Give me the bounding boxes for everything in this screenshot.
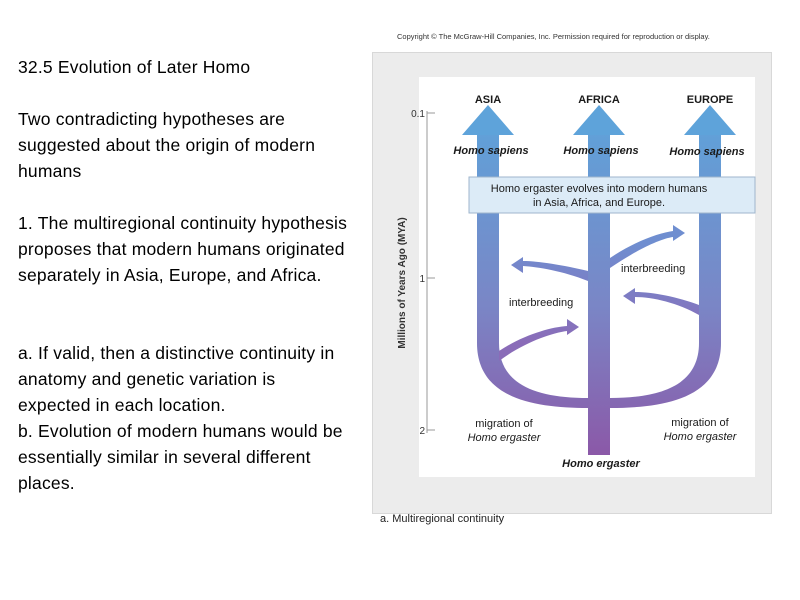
y-axis-label: Millions of Years Ago (MYA) <box>397 217 408 348</box>
point-a-text: a. If valid, then a distinctive continui… <box>18 343 335 415</box>
region-label-africa: AFRICA <box>578 94 620 106</box>
arrow-africa-to-asia <box>511 257 588 281</box>
copyright-notice: Copyright © The McGraw-Hill Companies, I… <box>397 32 710 41</box>
europe-arrowhead <box>684 105 736 135</box>
figure-caption: a. Multiregional continuity <box>380 513 505 525</box>
tick-label: 0.1 <box>411 109 425 120</box>
asia-branch <box>477 133 588 408</box>
migration-label-right-1: migration of <box>671 417 729 429</box>
asia-arrowhead <box>462 105 514 135</box>
europe-branch <box>610 133 721 408</box>
intro-text: Two contradicting hypotheses are suggest… <box>18 109 316 181</box>
interbreeding-arrows <box>499 225 699 361</box>
region-label-europe: EUROPE <box>687 94 733 106</box>
point-b-text: b. Evolution of modern humans would be e… <box>18 421 343 493</box>
info-box-line-1: Homo ergaster evolves into modern humans <box>491 183 708 195</box>
base-label: Homo ergaster <box>562 458 640 470</box>
sapiens-label-asia: Homo sapiens <box>453 145 528 157</box>
tick-label: 2 <box>419 426 425 437</box>
migration-label-right-2: Homo ergaster <box>664 431 738 443</box>
interbreeding-label-lower: interbreeding <box>509 297 573 309</box>
multiregional-diagram: 0.1 1 2 Millions of Years Ago (MYA) ASIA… <box>397 77 756 477</box>
arrow-africa-to-europe <box>610 225 685 268</box>
arrow-europe-to-africa <box>623 288 699 315</box>
info-box-line-2: in Asia, Africa, and Europe. <box>533 197 665 209</box>
slide-text: 32.5 Evolution of Later Homo Two contrad… <box>18 54 348 496</box>
sapiens-label-europe: Homo sapiens <box>669 146 744 158</box>
tick-label: 1 <box>419 274 425 285</box>
region-label-asia: ASIA <box>475 94 501 106</box>
point-1-text: 1. The multiregional continuity hypothes… <box>18 213 348 285</box>
sapiens-label-africa: Homo sapiens <box>563 145 638 157</box>
info-box <box>468 176 756 214</box>
figure-panel: 0.1 1 2 Millions of Years Ago (MYA) ASIA… <box>372 52 772 514</box>
migration-label-left-1: migration of <box>475 418 533 430</box>
africa-arrowhead <box>573 105 625 135</box>
interbreeding-label-upper: interbreeding <box>621 263 685 275</box>
migration-label-left-2: Homo ergaster <box>468 432 542 444</box>
arrow-asia-to-africa <box>499 319 579 361</box>
slide-title: 32.5 Evolution of Later Homo <box>18 57 251 77</box>
